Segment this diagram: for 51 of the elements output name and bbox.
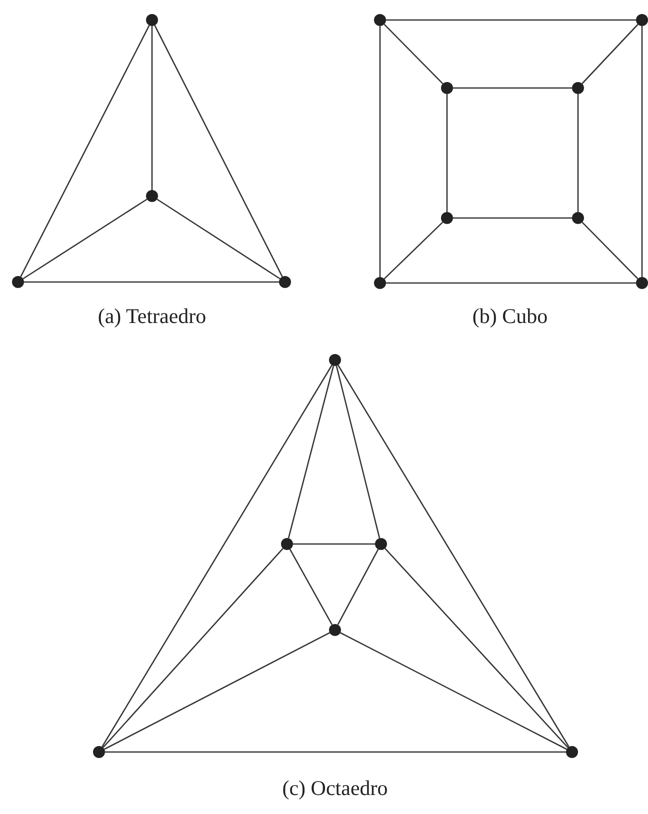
- graph-edge: [151, 26, 153, 190]
- vertex-dot: [441, 82, 453, 94]
- graph-edge: [386, 19, 636, 21]
- vertex-dot: [12, 276, 24, 288]
- graph-edge: [386, 282, 636, 284]
- vertex-dot: [146, 14, 158, 26]
- graph-edge: [384, 548, 568, 748]
- graph-edge: [384, 222, 444, 280]
- graph-edge: [24, 281, 279, 283]
- vertex-dot: [281, 538, 293, 550]
- figure-caption: (b) Cubo: [472, 304, 548, 330]
- graph-edge: [156, 198, 280, 280]
- graph-edge: [384, 24, 444, 84]
- graph-edge: [582, 222, 638, 280]
- graph-edge: [453, 87, 572, 89]
- figure-caption: (a) Tetraedro: [98, 304, 206, 330]
- graph-edge: [288, 366, 334, 538]
- vertex-dot: [146, 190, 158, 202]
- vertex-dot: [329, 624, 341, 636]
- vertex-dot: [441, 212, 453, 224]
- graph-edge: [293, 543, 375, 545]
- vertex-dot: [374, 277, 386, 289]
- graph-edge: [453, 217, 572, 219]
- graph-edge: [20, 25, 150, 277]
- graph-edge: [105, 751, 566, 753]
- graph-edge: [102, 548, 284, 748]
- vertex-dot: [279, 276, 291, 288]
- vertex-dot: [636, 277, 648, 289]
- graph-edge: [641, 26, 643, 277]
- graph-edge: [582, 24, 638, 84]
- graph-edge: [446, 94, 448, 212]
- vertex-dot: [636, 14, 648, 26]
- graph-edge: [22, 198, 148, 280]
- graph-edge: [102, 364, 332, 748]
- graph-edge: [379, 26, 381, 277]
- vertex-dot: [329, 354, 341, 366]
- vertex-dot: [572, 212, 584, 224]
- graph-edge: [577, 94, 579, 212]
- vertex-dot: [374, 14, 386, 26]
- vertex-dot: [93, 746, 105, 758]
- vertex-dot: [572, 82, 584, 94]
- figure-caption: (c) Octaedro: [282, 776, 388, 802]
- graph-edge: [104, 632, 330, 750]
- vertex-dot: [566, 746, 578, 758]
- graph-edge: [338, 364, 570, 748]
- vertex-dot: [375, 538, 387, 550]
- graph-edge: [336, 366, 380, 538]
- graph-edge: [289, 548, 333, 626]
- graph-edge: [340, 632, 567, 750]
- graph-edge: [337, 548, 379, 626]
- graph-edge: [154, 25, 283, 277]
